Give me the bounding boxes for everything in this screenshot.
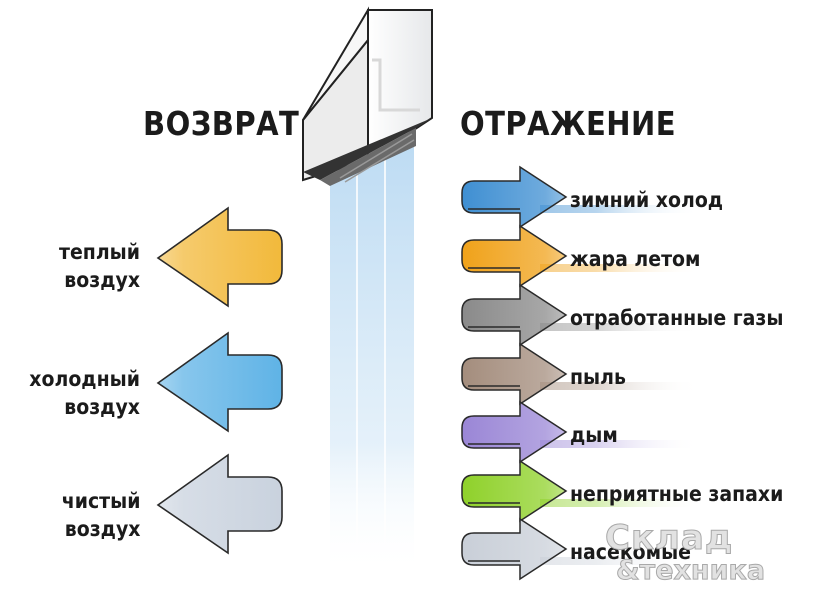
reflected-arrow-outline — [461, 165, 568, 229]
reflected-items-arrows — [461, 165, 700, 581]
heading-return: ВОЗВРАТ — [143, 104, 300, 143]
returned-label-warm: теплый воздух — [58, 240, 140, 292]
returned-arrow-outline — [156, 206, 283, 308]
returned-label-cold: холодный воздух — [29, 367, 140, 419]
heading-reflection: ОТРАЖЕНИЕ — [460, 104, 677, 143]
reflected-arrow-tail — [540, 264, 700, 272]
reflected-arrow-tail — [540, 499, 700, 507]
reflected-arrow — [462, 402, 700, 462]
reflected-arrow — [462, 167, 700, 227]
reflected-arrow — [462, 226, 700, 286]
reflected-arrow-tail — [540, 557, 700, 565]
reflected-arrow — [462, 285, 700, 345]
reflected-arrow-outline — [461, 342, 568, 406]
reflected-arrow-tail — [540, 205, 700, 213]
reflected-arrow — [462, 344, 700, 404]
air-curtain-unit — [302, 6, 433, 186]
reflected-label: отработанные газы — [570, 306, 784, 330]
reflected-arrow-outline — [461, 283, 568, 347]
returned-arrow — [0, 208, 282, 306]
watermark-line1: Склад — [604, 518, 734, 559]
reflected-arrow-tail — [540, 440, 700, 448]
reflected-arrow-outline — [461, 517, 568, 581]
reflected-label: жара летом — [570, 247, 701, 271]
reflected-label: пыль — [570, 365, 626, 389]
reflected-arrow-outline — [461, 400, 568, 464]
returned-arrow — [0, 333, 282, 431]
reflected-arrow — [462, 519, 700, 579]
watermark-line2: &техника — [615, 555, 766, 587]
reflected-arrow-tail — [540, 323, 700, 331]
returned-arrow-outline — [156, 453, 283, 555]
reflected-label: дым — [570, 423, 618, 447]
reflected-label: неприятные запахи — [570, 482, 784, 506]
returned-air-arrows — [0, 206, 283, 555]
returned-label-clean: чистый воздух — [61, 489, 140, 541]
air-curtain — [330, 140, 414, 575]
returned-arrow — [0, 455, 282, 553]
reflected-label: зимний холод — [570, 188, 724, 212]
reflected-arrow — [462, 461, 700, 521]
reflected-arrow-outline — [461, 459, 568, 523]
reflected-label: насекомые — [570, 540, 692, 564]
reflected-arrow-tail — [540, 382, 700, 390]
returned-arrow-outline — [156, 331, 283, 433]
reflected-arrow-outline — [461, 224, 568, 288]
